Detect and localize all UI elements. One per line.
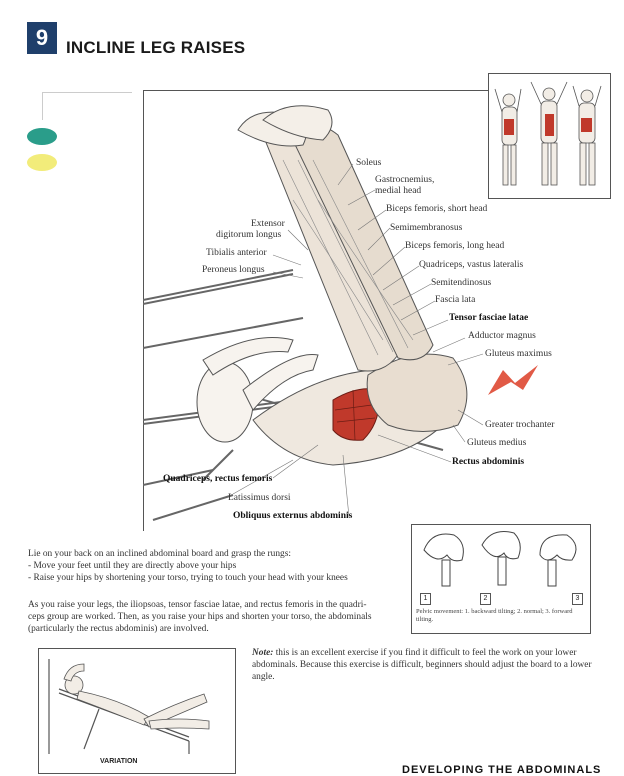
label-obliquus: Obliquus externus abdominis — [233, 511, 353, 521]
label-biceps-long: Biceps femoris, long head — [405, 241, 505, 251]
label-gluteus-max: Gluteus maximus — [485, 349, 552, 359]
instruction-intro: Lie on your back on an inclined abdomina… — [28, 549, 291, 559]
pelvis-illustration — [423, 531, 577, 587]
label-gastrocnemius-2: medial head — [375, 186, 422, 196]
label-tibialis: Tibialis anterior — [206, 248, 267, 258]
exercise-number: 9 — [27, 22, 57, 54]
label-gluteus-med: Gluteus medius — [467, 438, 527, 448]
instruction-para2-line3: (particularly the rectus abdominis) are … — [28, 624, 209, 634]
instruction-step-2: - Raise your hips by shortening your tor… — [28, 573, 348, 583]
label-biceps-short: Biceps femoris, short head — [386, 204, 488, 214]
label-extensor-1: Extensor — [251, 219, 285, 229]
muscle-figures-illustration — [494, 81, 602, 186]
corner-divider-vertical — [42, 92, 43, 120]
corner-divider — [42, 92, 132, 93]
yellow-dot-icon — [27, 154, 57, 171]
label-greater-trochanter: Greater trochanter — [485, 420, 555, 430]
muscle-thumbnail-panel — [488, 73, 611, 199]
variation-label: VARIATION — [100, 758, 138, 765]
pelvis-movement-panel: 1 2 3 Pelvic movement: 1. backward tilti… — [411, 524, 591, 634]
main-illustration-frame — [143, 90, 584, 531]
instruction-para2-line2: ceps group are worked. Then, as you rais… — [28, 612, 372, 622]
label-soleus: Soleus — [356, 158, 382, 168]
pelvis-caption: Pelvic movement: 1. backward tilting; 2.… — [416, 608, 573, 623]
label-fascia-lata: Fascia lata — [435, 295, 476, 305]
pelvis-number-2: 2 — [480, 593, 491, 605]
footer-text: DEVELOPING THE ABDOMINALS — [402, 764, 602, 776]
note-text: this is an excellent exercise if you fin… — [252, 648, 592, 682]
label-peroneus: Peroneus longus — [202, 265, 265, 275]
label-vastus-lateralis: Quadriceps, vastus lateralis — [419, 260, 524, 270]
label-adductor: Adductor magnus — [468, 331, 536, 341]
page-title: INCLINE LEG RAISES — [66, 38, 246, 57]
label-latissimus: Latissimus dorsi — [228, 493, 291, 503]
pelvis-number-3: 3 — [572, 593, 583, 605]
label-semitendinosus: Semitendinosus — [431, 278, 492, 288]
anatomy-illustration — [143, 105, 538, 521]
teal-dot-icon — [27, 128, 57, 145]
label-tensor: Tensor fasciae latae — [449, 313, 529, 323]
pelvis-number-1: 1 — [420, 593, 431, 605]
variation-panel — [38, 648, 236, 774]
label-gastrocnemius-1: Gastrocnemius, — [375, 175, 435, 185]
label-rectus-abdominis: Rectus abdominis — [452, 457, 525, 467]
variation-illustration — [48, 659, 210, 754]
instruction-para2-line1: As you raise your legs, the iliopsoas, t… — [28, 600, 367, 610]
note-label: Note: — [252, 648, 274, 658]
red-arrow-icon — [488, 365, 538, 395]
note-paragraph: Note: this is an excellent exercise if y… — [252, 648, 592, 683]
instruction-step-1: - Move your feet until they are directly… — [28, 561, 237, 571]
label-extensor-2: digitorum longus — [216, 230, 282, 240]
label-rectus-femoris: Quadriceps, rectus femoris — [163, 474, 273, 484]
label-semimembranosus: Semimembranosus — [390, 223, 463, 233]
